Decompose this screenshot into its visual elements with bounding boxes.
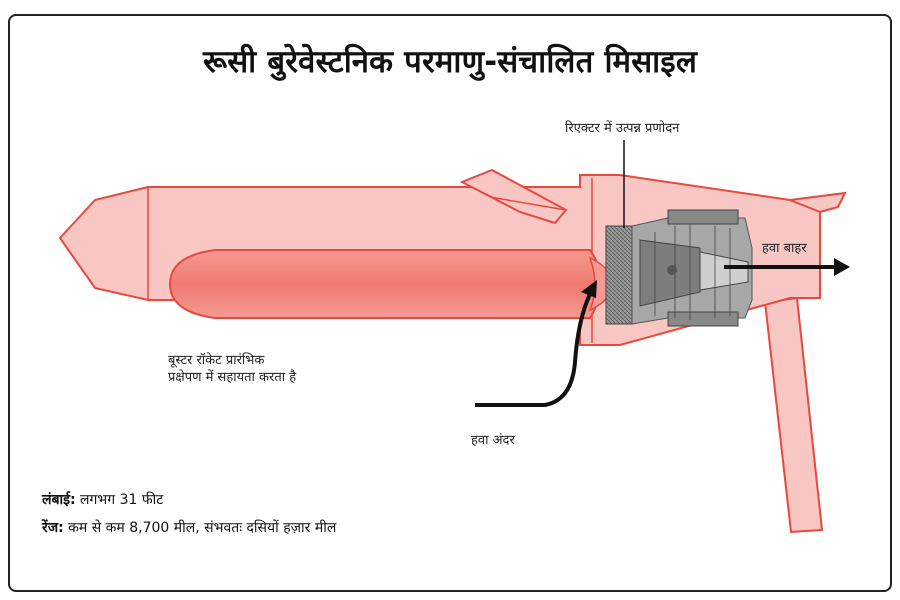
air-out-arrowhead	[834, 258, 850, 276]
booster-label: बूस्टर रॉकेट प्रारंभिक प्रक्षेपण में सहा…	[168, 352, 296, 386]
top-wing-underside	[489, 196, 567, 211]
tail-fin	[786, 191, 847, 214]
booster-label-line1: बूस्टर रॉकेट प्रारंभिक	[168, 353, 265, 368]
booster-rocket	[168, 249, 602, 319]
reactor-propulsion-label: रिएक्टर में उत्पन्न प्रणोदन	[565, 121, 680, 136]
length-value: लगभग 31 फीट	[80, 492, 164, 508]
air-in-arrowhead	[581, 280, 597, 298]
top-wing	[459, 168, 568, 225]
air-in-label: हवा अंदर	[471, 433, 515, 448]
length-spec: लंबाई: लगभग 31 फीट	[42, 486, 336, 514]
diagram-title: रूसी बुरेवेस्टनिक परमाणु-संचालित मिसाइल	[202, 44, 698, 80]
air-in-arrow	[475, 293, 592, 407]
air-out-label: हवा बाहर	[762, 241, 807, 256]
range-value: कम से कम 8,700 मील, संभवतः दसियों हज़ार …	[68, 520, 337, 536]
range-spec: रेंज: कम से कम 8,700 मील, संभवतः दसियों …	[42, 514, 336, 542]
reactor-engine	[605, 209, 753, 327]
booster-label-line2: प्रक्षेपण में सहायता करता है	[168, 370, 297, 385]
length-key: लंबाई:	[42, 492, 76, 508]
range-key: रेंज:	[42, 520, 64, 536]
launch-leg	[763, 296, 824, 534]
specs-block: लंबाई: लगभग 31 फीट रेंज: कम से कम 8,700 …	[42, 486, 336, 542]
